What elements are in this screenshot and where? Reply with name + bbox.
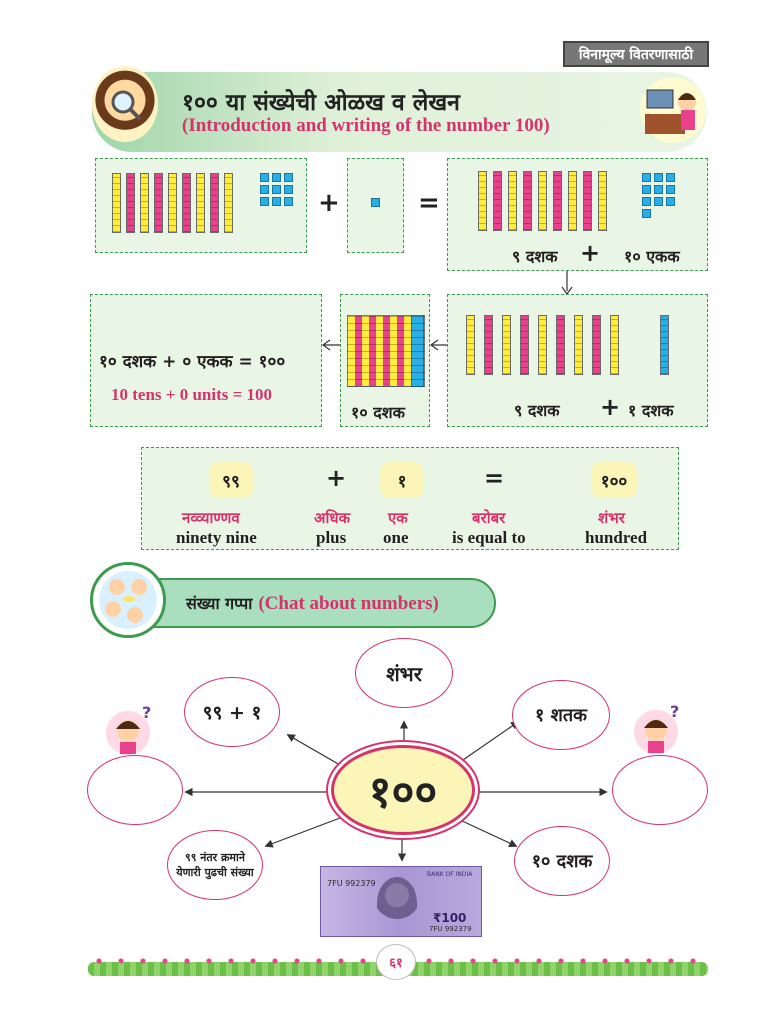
word-equal-en: is equal to [452,528,526,547]
ninety-nine-plus-one-box: ९९ + १ = १०० नव्व्याण्णव ninety nine अधि… [141,447,679,550]
word-one-mr: एक [388,509,408,527]
chip-100: १०० [591,462,637,498]
chip-1: १ [380,462,424,498]
label-1-ten: १ दशक [628,401,674,420]
op-plus: + [326,464,347,492]
oval-1-shatak-text: १ शतक [535,705,587,726]
label-9-tens-b: ९ दशक [514,401,560,420]
lesson-title-english: (Introduction and writing of the number … [182,115,550,136]
free-distribution-badge: विनामूल्य वितरणासाठी [563,41,709,67]
page-number: ६१ [389,956,403,971]
plus-sign-small-b: + [600,393,621,421]
oval-left-blank[interactable] [87,755,183,825]
plus-sign: + [318,188,340,218]
label-10-units: १० एकक [624,247,680,266]
gandhi-portrait-icon [377,877,417,929]
question-mark-right: ? [670,702,680,721]
chat-title: संख्या गप्पा (Chat about numbers) [186,592,439,615]
label-10-tens: १० दशक [351,403,405,422]
label-9-tens: ९ दशक [512,247,558,266]
equation-english: 10 tens + 0 units = 100 [111,385,273,404]
lesson-title-marathi: १०० या संख्येची ओळख व लेखन [182,90,460,116]
oval-10-dashak: १० दशक [514,826,610,896]
one-unit-box [347,158,404,253]
oval-shambhar: शंभर [355,638,453,708]
word-plus-en: plus [316,528,347,547]
chat-title-english: (Chat about numbers) [258,593,439,614]
oval-next-after-99-text: ९९ नंतर क्रमाने येणारी पुढची संख्या [176,851,254,879]
op-equals: = [484,464,505,492]
note-value: ₹100 [433,911,467,925]
word-hundred-mr: शंभर [598,509,625,527]
word-hundred-en: hundred [585,528,648,547]
oval-next-after-99: ९९ नंतर क्रमाने येणारी पुढची संख्या [167,830,263,900]
chat-title-marathi: संख्या गप्पा [186,594,253,613]
note-bank-name: BANK OF INDIA [427,871,473,878]
word-99-mr: नव्व्याण्णव [182,509,240,527]
oval-10-dashak-text: १० दशक [531,851,593,872]
oval-shambhar-text: शंभर [386,661,422,686]
word-plus-mr: अधिक [314,509,351,527]
kids-chat-icon [90,562,166,638]
rods-9-plus-1-box: ९ दशक + १ दशक [447,294,708,427]
word-one-en: one [383,528,409,547]
note-serial-bottom: 7FU 992379 [429,925,472,933]
arrow-left-1 [322,339,342,351]
hundred-block-box: १० दशक [340,294,430,427]
note-serial-top: 7FU 992379 [327,879,376,888]
lesson-header [92,72,707,152]
oval-99-plus-1-text: ९९ + १ [202,702,262,724]
word-99-en: ninety nine [176,528,257,547]
center-100-text: १०० [368,767,438,818]
rods-9tens-10units-box: ९ दशक + १० एकक [447,158,708,271]
plus-sign-small: + [580,239,601,267]
equals-sign: = [418,188,440,218]
oval-right-blank[interactable] [612,755,708,825]
word-equal-mr: बरोबर [472,509,506,527]
rods-90-box [95,158,307,253]
hundred-rupee-note: BANK OF INDIA 7FU 992379 ₹100 7FU 992379 [320,866,482,937]
thinking-girl-left-icon: ? [104,703,160,759]
thinking-girl-right-icon: ? [632,702,688,758]
equation-marathi: १० दशक + ० एकक = १०० [99,352,286,372]
question-mark-left: ? [142,703,152,722]
chip-99: ९९ [209,462,253,498]
oval-1-shatak: १ शतक [512,680,610,750]
girl-computer-icon [634,72,712,148]
page-number-bunny: ६१ [376,944,416,980]
girl-magnifier-icon [92,66,158,142]
equation-box: १० दशक + ० एकक = १०० 10 tens + 0 units =… [90,294,322,427]
center-100-oval: १०० [331,745,475,835]
oval-99-plus-1: ९९ + १ [184,677,280,747]
